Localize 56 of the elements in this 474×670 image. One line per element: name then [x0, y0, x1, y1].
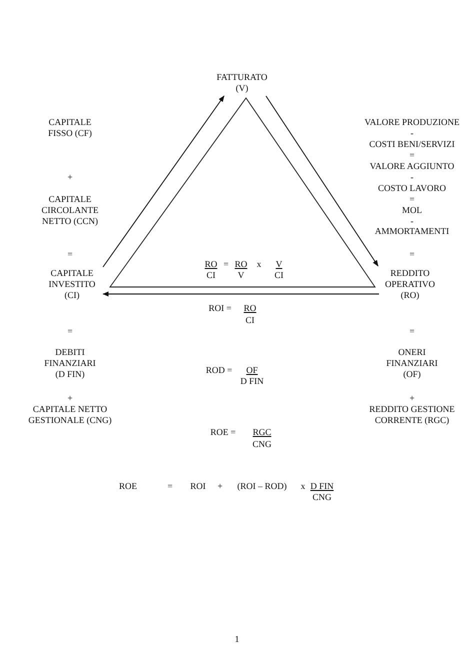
formula-text: CI	[244, 315, 256, 326]
formula-text: -	[410, 128, 414, 139]
formula-text: COSTI BENI/SERVIZI	[368, 139, 456, 150]
formula-text: V	[274, 259, 284, 270]
formula-text: +	[408, 393, 416, 404]
formula-text: MOL	[401, 205, 423, 216]
formula-text: +	[66, 393, 74, 404]
node-label: REDDITO OPERATIVO (RO)	[380, 268, 440, 301]
formula-text: x	[300, 481, 306, 492]
formula-text: AMMORTAMENTI	[374, 226, 450, 237]
formula-text: (ROI – ROD)	[236, 481, 288, 492]
node-label: CAPITALE INVESTITO (CI)	[42, 268, 102, 301]
formula-text: CNG	[311, 492, 332, 503]
formula-text: -	[410, 172, 414, 183]
formula-text: D FIN	[239, 376, 265, 387]
formula-text: CI	[274, 270, 284, 281]
formula-text: ROE	[118, 481, 138, 492]
formula-text: ONERI FINANZIARI (OF)	[385, 347, 439, 380]
formula-text: DEBITI FINANZIARI (D FIN)	[43, 347, 97, 380]
formula-text: ROI =	[208, 303, 232, 314]
formula-text: +	[66, 172, 74, 183]
formula-text: D FIN	[309, 481, 335, 492]
formula-text: x	[256, 259, 262, 270]
formula-text: =	[408, 249, 416, 260]
formula-text: RO	[234, 259, 248, 270]
formula-text: +	[216, 481, 224, 492]
arrow	[102, 95, 224, 268]
formula-text: CI	[206, 270, 216, 281]
formula-text: -	[410, 216, 414, 227]
formula-text: VALORE AGGIUNTO	[368, 161, 456, 172]
formula-text: =	[66, 326, 74, 337]
formula-text: RGC	[252, 427, 272, 438]
page-number: 1	[234, 634, 240, 645]
formula-text: =	[66, 249, 74, 260]
formula-text: COSTO LAVORO	[377, 183, 447, 194]
formula-text: CAPITALE FISSO (CF)	[47, 117, 93, 139]
arrow	[266, 96, 378, 267]
formula-text: =	[408, 326, 416, 337]
formula-text: =	[222, 259, 230, 270]
formula-text: VALORE PRODUZIONE	[363, 117, 461, 128]
formula-text: =	[166, 481, 174, 492]
formula-text: CNG	[251, 439, 272, 450]
formula-text: V	[236, 270, 246, 281]
formula-text: OF	[245, 365, 259, 376]
formula-text: =	[408, 194, 416, 205]
formula-text: ROE =	[209, 427, 237, 438]
formula-text: CAPITALE CIRCOLANTE NETTO (CCN)	[41, 194, 99, 227]
formula-text: REDDITO GESTIONE CORRENTE (RGC)	[368, 404, 456, 426]
formula-text: ROI	[189, 481, 207, 492]
formula-text: RO	[242, 303, 258, 314]
formula-text: RO	[204, 259, 218, 270]
formula-text: =	[408, 150, 416, 161]
arrow	[102, 291, 380, 297]
formula-text: ROD =	[204, 365, 234, 376]
node-label: FATTURATO (V)	[212, 72, 272, 94]
formula-text: CAPITALE NETTO GESTIONALE (CNG)	[28, 404, 112, 426]
